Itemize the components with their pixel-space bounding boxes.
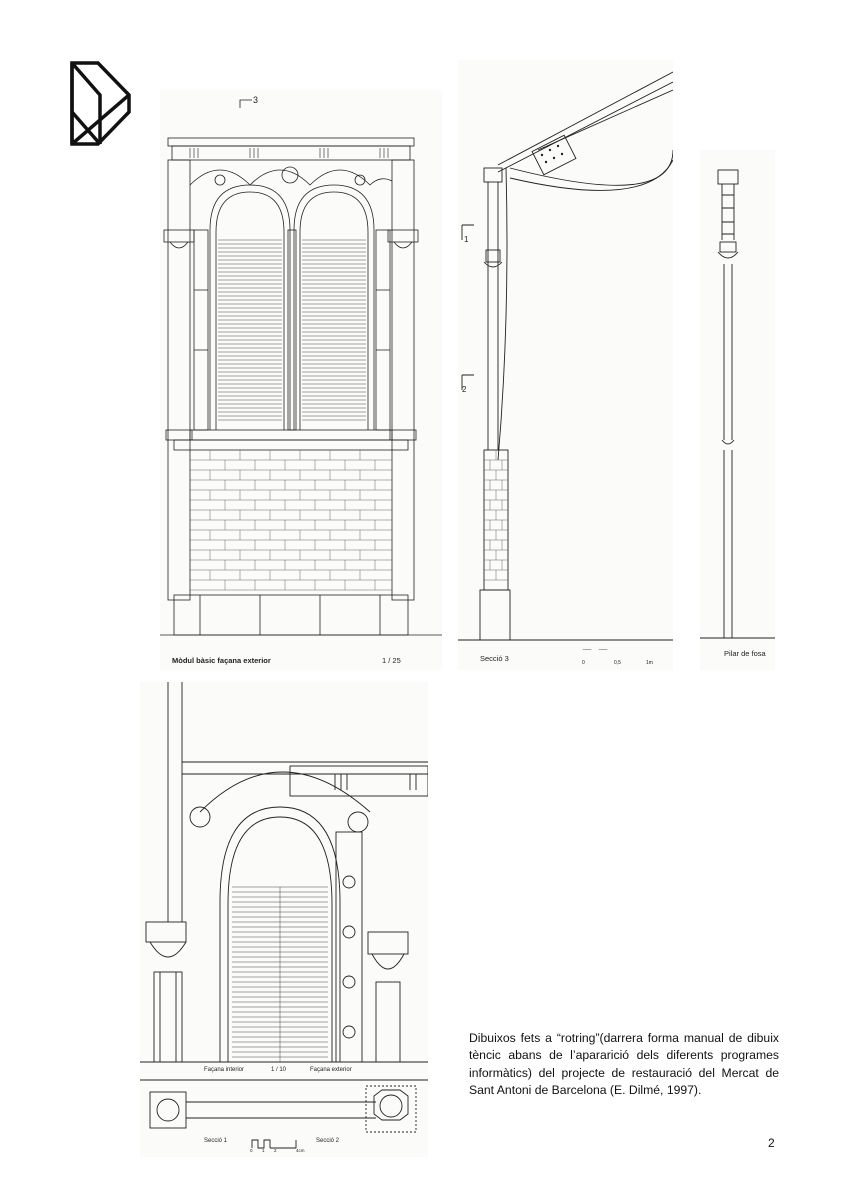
detail-scale-0: 0: [250, 1148, 253, 1153]
section-svg: [458, 71, 673, 650]
facade-caption: Mòdul bàsic façana exterior: [172, 656, 271, 665]
section-caption: Secció 3: [480, 654, 509, 663]
section-drawing: 1 2 Secció 3 0 0,5 1m: [458, 60, 673, 670]
detail-scale-1: 1: [262, 1148, 265, 1153]
facade-marker: 3: [253, 95, 259, 105]
pillar-caption: Pilar de fosa: [724, 649, 766, 658]
detail-scale: 1 / 10: [271, 1067, 287, 1073]
detail-label-right: Façana exterior: [310, 1067, 352, 1073]
section-scale-0: 0: [582, 660, 585, 666]
pillar-svg: [700, 169, 775, 639]
facade-elevation-drawing: 3 Mòdul bàsic façana exterior 1 / 25: [160, 90, 442, 670]
section-scale-2: 1m: [646, 660, 653, 666]
page-number: 2: [768, 1136, 775, 1150]
facade-scale: 1 / 25: [382, 656, 401, 665]
figure-caption: Dibuixos fets a “rotring”(darrera forma …: [469, 1031, 779, 1097]
detail-section-right: Secció 2: [316, 1138, 340, 1144]
detail-svg: [140, 682, 428, 1149]
section-marker-2: 2: [462, 385, 467, 394]
detail-section-left: Secció 1: [204, 1138, 228, 1144]
detail-label-left: Façana interior: [204, 1067, 245, 1073]
detail-scale-3: 4cm: [296, 1148, 305, 1153]
facade-elevation-svg: [160, 99, 442, 636]
detail-scale-2: 2: [274, 1148, 277, 1153]
section-scale-1: 0,5: [614, 660, 621, 666]
logo-mark: [70, 61, 131, 146]
section-marker-1: 1: [464, 235, 469, 244]
detail-drawing: Façana interior 1 / 10 Façana exterior S…: [140, 682, 428, 1157]
pillar-drawing: Pilar de fosa: [700, 150, 775, 670]
logo: [68, 60, 132, 146]
